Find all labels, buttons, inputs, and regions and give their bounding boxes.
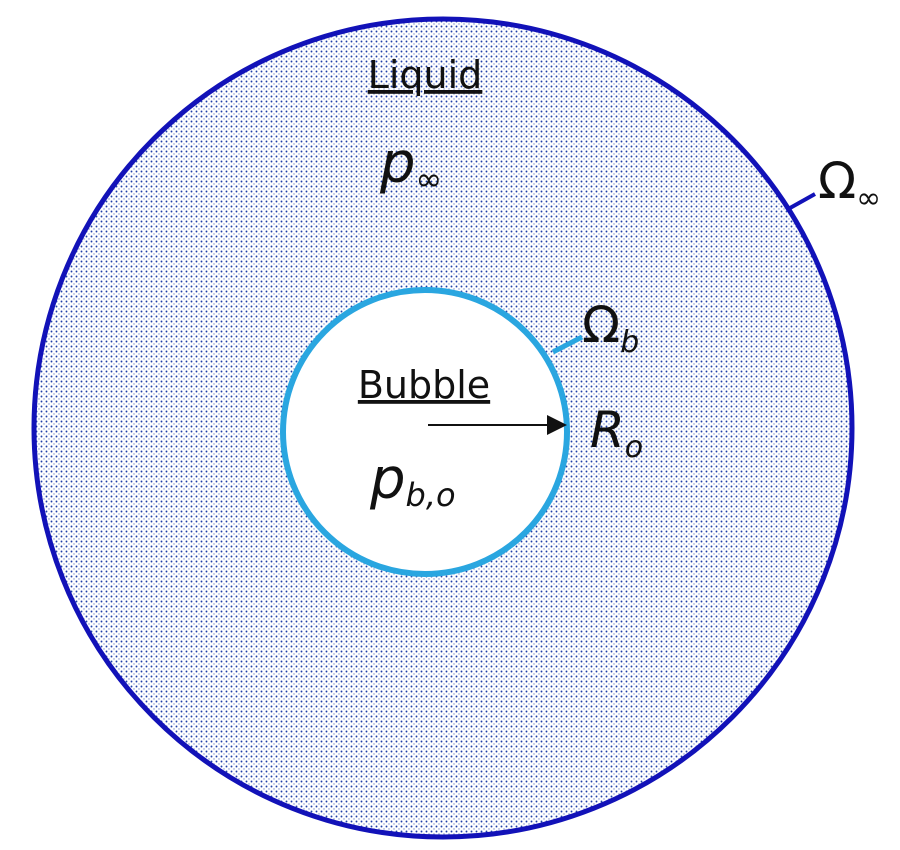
bubble-region bbox=[283, 290, 567, 574]
radius-symbol: R bbox=[590, 401, 625, 459]
bubble-pressure-symbol: p bbox=[369, 447, 406, 512]
radius-subscript: o bbox=[625, 430, 643, 465]
outer-boundary-label: Ω∞ bbox=[818, 152, 881, 216]
outer-boundary-symbol: Ω bbox=[818, 152, 856, 210]
outer-boundary-leader bbox=[789, 192, 816, 210]
inner-boundary-symbol: Ω bbox=[582, 296, 620, 354]
inner-boundary-leader bbox=[551, 334, 584, 355]
inner-boundary-label: Ωb bbox=[582, 296, 639, 360]
radius-label: Ro bbox=[590, 401, 643, 465]
outer-boundary-circle bbox=[31, 16, 855, 840]
liquid-title: Liquid bbox=[368, 53, 483, 97]
bubble-pressure-subscript: b,o bbox=[406, 476, 456, 514]
bubble-title: Bubble bbox=[358, 363, 490, 407]
outer-boundary-subscript: ∞ bbox=[856, 181, 881, 216]
bubble-pressure-label: pb,o bbox=[369, 447, 456, 514]
inner-boundary-circle bbox=[280, 287, 570, 577]
liquid-pressure-subscript: ∞ bbox=[416, 160, 443, 198]
liquid-pressure-label: p∞ bbox=[379, 131, 442, 198]
liquid-pressure-symbol: p bbox=[379, 131, 416, 196]
inner-boundary-subscript: b bbox=[620, 325, 639, 360]
